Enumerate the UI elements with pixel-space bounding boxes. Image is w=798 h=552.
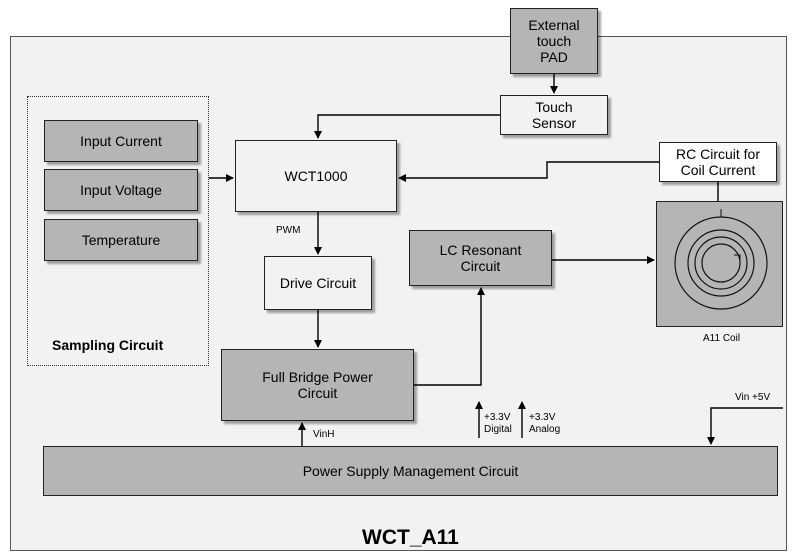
vin-5v-label: Vin +5V [735,392,771,403]
pwm-label: PWM [276,225,301,236]
drive-circuit-block: Drive Circuit [264,256,372,310]
digital-3v3-label: +3.3V Digital [484,412,512,435]
lc-resonant-block: LC Resonant Circuit [409,230,552,286]
analog-3v3-label: +3.3V Analog [529,412,561,435]
input-current-block: Input Current [44,120,198,162]
sampling-circuit-group [27,96,209,366]
a11-coil-block [656,201,783,327]
rc-circuit-block: RC Circuit for Coil Current [659,142,777,182]
external-touch-pad-block: External touch PAD [510,8,598,74]
a11-coil-label: A11 Coil [703,333,741,344]
input-voltage-block: Input Voltage [44,169,198,211]
wct1000-block: WCT1000 [235,140,397,212]
power-supply-block: Power Supply Management Circuit [43,446,778,496]
coil-icon [674,209,768,310]
diagram-title: WCT_A11 [362,526,459,549]
touch-sensor-block: Touch Sensor [500,95,608,135]
temperature-block: Temperature [44,219,198,261]
full-bridge-block: Full Bridge Power Circuit [221,349,414,421]
sampling-circuit-label: Sampling Circuit [52,337,164,353]
vinh-label: VinH [313,429,335,440]
